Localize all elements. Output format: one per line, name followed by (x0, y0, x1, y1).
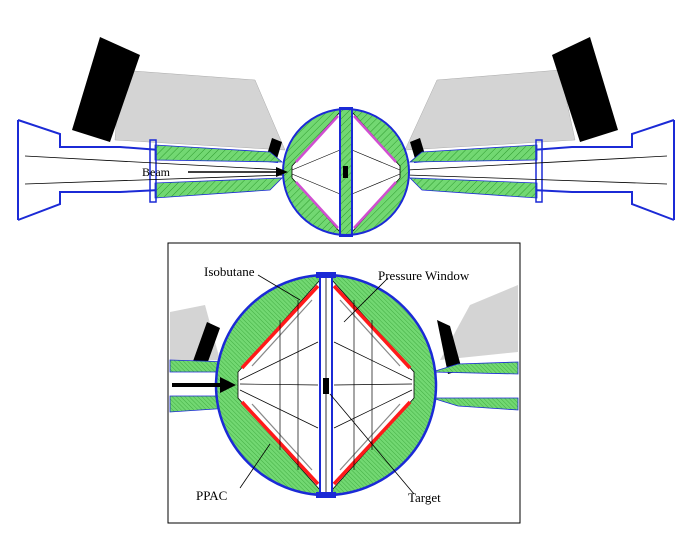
beam-axis-line-left-2 (24, 174, 286, 185)
overview-diagram: Beam (17, 37, 675, 237)
right-flange (535, 139, 543, 203)
left-lower-taper (154, 177, 284, 199)
target-pointer (329, 393, 415, 495)
zoomed-inset: Isobutane Pressure Window PPAC Target (167, 242, 521, 524)
isobutane-label: Isobutane (204, 264, 255, 279)
ppac-pointer (239, 443, 271, 489)
left-flange (149, 139, 157, 203)
inset-flange-bottom (316, 492, 336, 498)
inset-left-black (192, 322, 220, 370)
inset-flange-top (316, 272, 336, 278)
overview-window-ll (295, 181, 339, 229)
pressure-window-pointer (343, 277, 389, 323)
right-black-detector (552, 37, 618, 142)
overview-spoke-1 (291, 149, 341, 171)
inset-right-pipe-bottom (431, 397, 519, 411)
left-black-detector (72, 37, 140, 142)
overview-spoke-4 (351, 173, 401, 195)
overview-target (343, 166, 348, 178)
beam-label: Beam (142, 165, 171, 179)
beam-arrow-head (276, 167, 288, 177)
overview-window-lr (353, 181, 397, 229)
window-lower-right (339, 403, 401, 471)
pressure-window-label: Pressure Window (378, 268, 470, 283)
isobutane-pointer (257, 274, 301, 301)
target-label: Target (408, 490, 441, 505)
ppac-label: PPAC (196, 488, 227, 503)
overview-spoke-2 (291, 173, 341, 195)
inset-right-black (437, 320, 462, 374)
window-upper-right (339, 299, 401, 367)
window-upper-left (251, 299, 313, 367)
beam-axis-line-right-2 (406, 174, 668, 185)
left-upper-taper (154, 144, 284, 163)
inset-target (323, 378, 329, 394)
right-upper-taper (408, 144, 538, 163)
beam-axis-line-left (24, 155, 286, 171)
inset-beam-arrow-head (220, 377, 236, 393)
inset-spokes (239, 300, 413, 470)
right-gray-cone (404, 69, 576, 151)
overview-window-ur (353, 115, 397, 163)
window-lower-left (251, 403, 313, 471)
overview-window-ul (295, 115, 339, 163)
overview-center-plate (339, 107, 353, 237)
right-lower-taper (408, 177, 538, 199)
inset-right-gray (440, 285, 518, 360)
beam-axis-line-right (406, 155, 668, 171)
left-gray-cone (114, 69, 286, 151)
overview-spoke-3 (351, 149, 401, 171)
